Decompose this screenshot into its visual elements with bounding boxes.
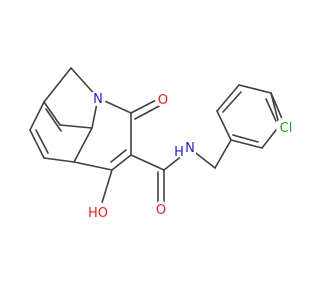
molecule-diagram: N O N H Cl O HO: [29, 67, 296, 223]
bond: [230, 139, 263, 149]
bond: [35, 129, 49, 154]
chlorine: Cl: [276, 117, 296, 137]
hydroxyl-group: HO: [85, 201, 108, 223]
bond: [265, 98, 277, 122]
bond: [214, 139, 232, 169]
bond: [238, 84, 272, 94]
hydroxyl-label: HO: [88, 206, 108, 221]
keto-oxygen-label: O: [158, 93, 168, 108]
bond: [43, 157, 75, 163]
amide-oxygen: O: [153, 201, 169, 218]
bond: [59, 124, 93, 129]
bonds: [29, 67, 284, 207]
ring-nitrogen: N: [90, 90, 106, 107]
bond: [100, 169, 113, 207]
bond: [222, 91, 242, 113]
bond: [43, 101, 61, 126]
bond: [110, 149, 127, 163]
bond: [29, 129, 45, 159]
bond: [163, 154, 184, 171]
keto-oxygen: O: [155, 91, 171, 108]
bond: [130, 154, 165, 171]
chlorine-label: Cl: [280, 121, 293, 136]
bond: [29, 101, 45, 131]
bond: [45, 108, 62, 132]
amide-nitrogen: N H: [174, 141, 196, 161]
ring-nitrogen-label: N: [93, 92, 103, 107]
bond: [232, 134, 259, 143]
bond: [111, 154, 132, 171]
amide-hydrogen-label: H: [174, 145, 184, 160]
bond: [216, 84, 240, 112]
bond: [216, 110, 232, 141]
bond: [73, 127, 93, 163]
atom-labels: N O N H Cl O HO: [85, 90, 296, 223]
amide-oxygen-label: O: [156, 203, 166, 218]
bond: [73, 161, 113, 171]
amide-nitrogen-label: N: [185, 141, 195, 156]
bond: [43, 67, 72, 103]
bond: [134, 103, 164, 120]
